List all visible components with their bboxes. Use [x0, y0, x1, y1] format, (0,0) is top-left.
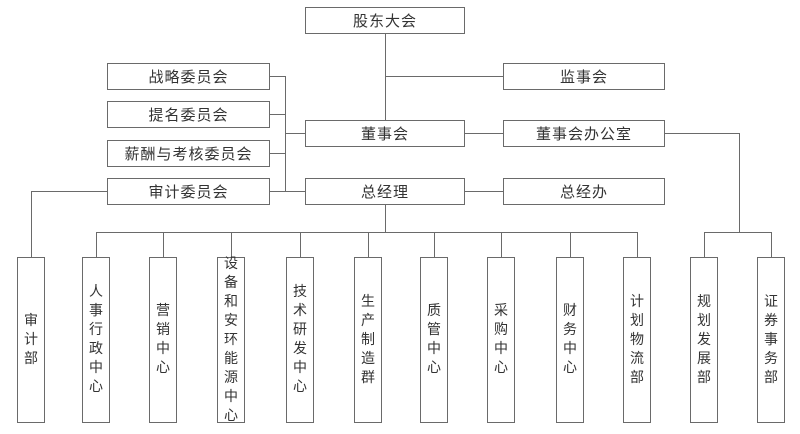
node-strategy-committee: 战略委员会	[107, 63, 270, 90]
node-planning-logistics-dept: 计划物流部	[623, 257, 651, 423]
node-securities-affairs-dept: 证券事务部	[757, 257, 785, 423]
dept-label: 财务中心	[563, 303, 577, 376]
node-procurement-center: 采购中心	[487, 257, 515, 423]
node-hr-admin-center: 人事行政中心	[82, 257, 110, 423]
right-distribution-bar	[704, 232, 772, 233]
dept-label: 证券事务部	[764, 293, 778, 386]
hr-admin-drop-line	[96, 232, 97, 257]
node-audit-committee: 审计委员会	[107, 178, 270, 205]
audit-committee-gm-stub-line	[270, 191, 305, 192]
board-office-drop-line	[739, 133, 740, 232]
strategy-stub-line	[270, 76, 285, 77]
finance-drop-line	[570, 232, 571, 257]
main-distribution-bar	[96, 232, 638, 233]
rail-board-line	[285, 133, 305, 134]
quality-drop-line	[434, 232, 435, 257]
marketing-drop-line	[163, 232, 164, 257]
gm-drop-line	[385, 205, 386, 232]
node-marketing-center: 营销中心	[149, 257, 177, 423]
compensation-stub-line	[270, 153, 285, 154]
node-quality-management-center: 质管中心	[420, 257, 448, 423]
logistics-drop-line	[637, 232, 638, 257]
dept-label: 质管中心	[427, 303, 441, 376]
production-drop-line	[368, 232, 369, 257]
node-nomination-committee: 提名委员会	[107, 101, 270, 128]
dept-label: 审计部	[24, 312, 38, 367]
audit-dept-drop-line	[31, 191, 32, 257]
node-finance-center: 财务中心	[556, 257, 584, 423]
procurement-drop-line	[501, 232, 502, 257]
planning-dev-drop-line	[704, 232, 705, 257]
node-board-office: 董事会办公室	[503, 120, 665, 147]
dept-label: 规划发展部	[697, 293, 711, 386]
node-gm-office: 总经办	[503, 178, 665, 205]
board-office-link-line	[465, 133, 503, 134]
rnd-drop-line	[300, 232, 301, 257]
dept-label: 生产制造群	[361, 293, 375, 386]
dept-label: 人事行政中心	[89, 284, 103, 395]
dept-label: 营销中心	[156, 303, 170, 376]
node-planning-development-dept: 规划发展部	[690, 257, 718, 423]
node-equipment-safety-energy-center: 设备和安环能源中心	[217, 255, 245, 424]
dept-label: 设备和安环能源中心	[224, 255, 238, 424]
equipment-drop-line	[231, 232, 232, 257]
securities-drop-line	[771, 232, 772, 257]
board-office-right-line	[665, 133, 739, 134]
node-tech-rnd-center: 技术研发中心	[286, 257, 314, 423]
dept-label: 计划物流部	[630, 293, 644, 386]
node-supervisory-board: 监事会	[503, 63, 665, 90]
dept-label: 技术研发中心	[293, 284, 307, 395]
supervisory-branch-line	[385, 76, 503, 77]
node-board-of-directors: 董事会	[305, 120, 465, 147]
committee-rail-line	[285, 76, 286, 192]
node-general-manager: 总经理	[305, 178, 465, 205]
dept-label: 采购中心	[494, 303, 508, 376]
nomination-stub-line	[270, 114, 285, 115]
audit-dept-link-line	[31, 191, 107, 192]
node-audit-dept: 审计部	[17, 257, 45, 423]
trunk-shareholders-board-line	[385, 34, 386, 120]
node-compensation-committee: 薪酬与考核委员会	[107, 140, 270, 167]
node-shareholders-meeting: 股东大会	[305, 7, 465, 34]
node-production-manufacturing-group: 生产制造群	[354, 257, 382, 423]
gm-office-link-line	[465, 191, 503, 192]
